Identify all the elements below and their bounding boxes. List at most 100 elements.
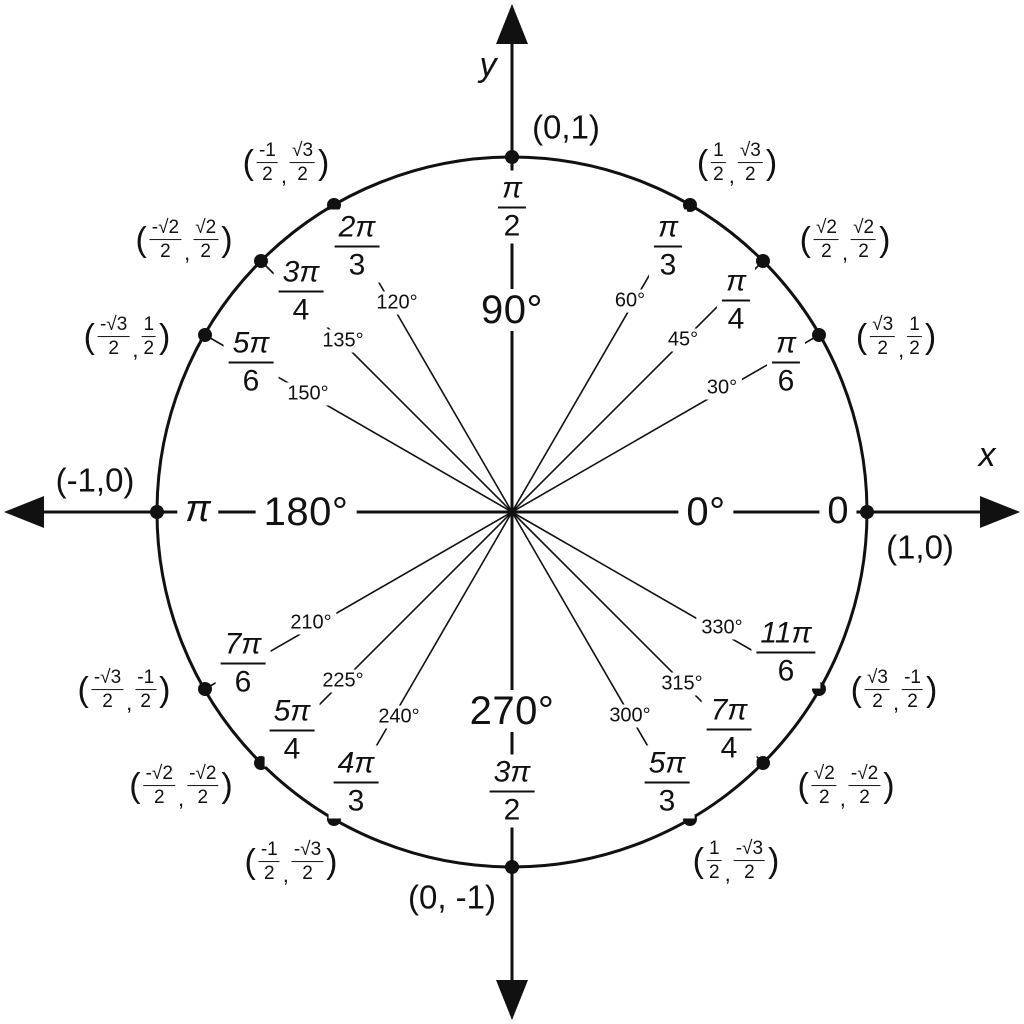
dot-0 — [860, 505, 874, 519]
dot-315 — [756, 756, 770, 770]
x-axis-label: x — [978, 436, 996, 475]
radian-label-0deg: 0 — [819, 491, 857, 532]
dot-210 — [198, 682, 212, 696]
left-paren: ( — [135, 221, 147, 259]
dot-270 — [505, 860, 519, 874]
left-paren: ( — [797, 767, 809, 805]
degree-label-150: 150° — [282, 382, 334, 406]
arrow-down-icon — [496, 980, 528, 1020]
degree-label-210: 210° — [285, 611, 337, 635]
right-paren: ) — [326, 843, 338, 881]
left-paren: ( — [242, 144, 254, 182]
degree-label-225: 225° — [317, 669, 369, 693]
degree-label-330: 330° — [696, 616, 748, 640]
right-paren: ) — [159, 671, 171, 709]
comma: , — [177, 785, 185, 811]
degree-label-0: 0° — [678, 491, 734, 533]
y-axis-label: y — [479, 46, 497, 85]
comma: , — [282, 861, 289, 887]
dot-120 — [327, 198, 341, 212]
coord-label-1-0: (1,0) — [886, 528, 954, 566]
comma: , — [724, 860, 731, 886]
right-paren: ) — [221, 221, 233, 259]
dot-180 — [150, 505, 164, 519]
comma: , — [184, 239, 191, 265]
radian-label-270deg: 3π 2 — [484, 754, 540, 828]
radian-label-180deg: π — [177, 489, 219, 530]
comma: , — [898, 336, 905, 362]
left-paren: ( — [696, 144, 709, 182]
right-paren: ) — [879, 221, 891, 259]
degree-label-180: 180° — [255, 491, 357, 533]
right-paren: ) — [318, 144, 330, 182]
arrow-right-icon — [980, 496, 1020, 528]
dot-30 — [812, 328, 826, 342]
comma: , — [126, 689, 133, 715]
left-paren: ( — [77, 671, 89, 709]
comma: , — [839, 785, 846, 811]
dot-90 — [505, 150, 519, 164]
degree-label-135: 135° — [317, 329, 369, 353]
left-paren: ( — [129, 767, 141, 805]
axis-arrowheads — [4, 4, 1020, 1020]
dot-60 — [683, 198, 697, 212]
degree-label-45: 45° — [662, 328, 704, 352]
dot-225 — [254, 756, 268, 770]
coord-label-neg1-0: (-1,0) — [55, 461, 135, 499]
degree-label-300: 300° — [604, 704, 656, 728]
degree-label-30: 30° — [701, 376, 743, 400]
left-paren: ( — [692, 842, 704, 880]
right-paren: ) — [159, 318, 171, 356]
left-paren: ( — [799, 221, 811, 259]
comma: , — [280, 162, 288, 188]
degree-label-270: 270° — [461, 690, 563, 732]
left-paren: ( — [850, 671, 862, 709]
comma: , — [841, 239, 849, 265]
dot-135 — [254, 254, 268, 268]
radian-label-90deg: π 2 — [492, 170, 532, 244]
left-paren: ( — [855, 318, 868, 356]
right-paren: ) — [926, 671, 938, 709]
left-paren: ( — [244, 843, 256, 881]
degree-label-60: 60° — [609, 289, 651, 313]
radian-fraction: π 2 — [497, 172, 527, 242]
right-paren: ) — [765, 144, 778, 182]
